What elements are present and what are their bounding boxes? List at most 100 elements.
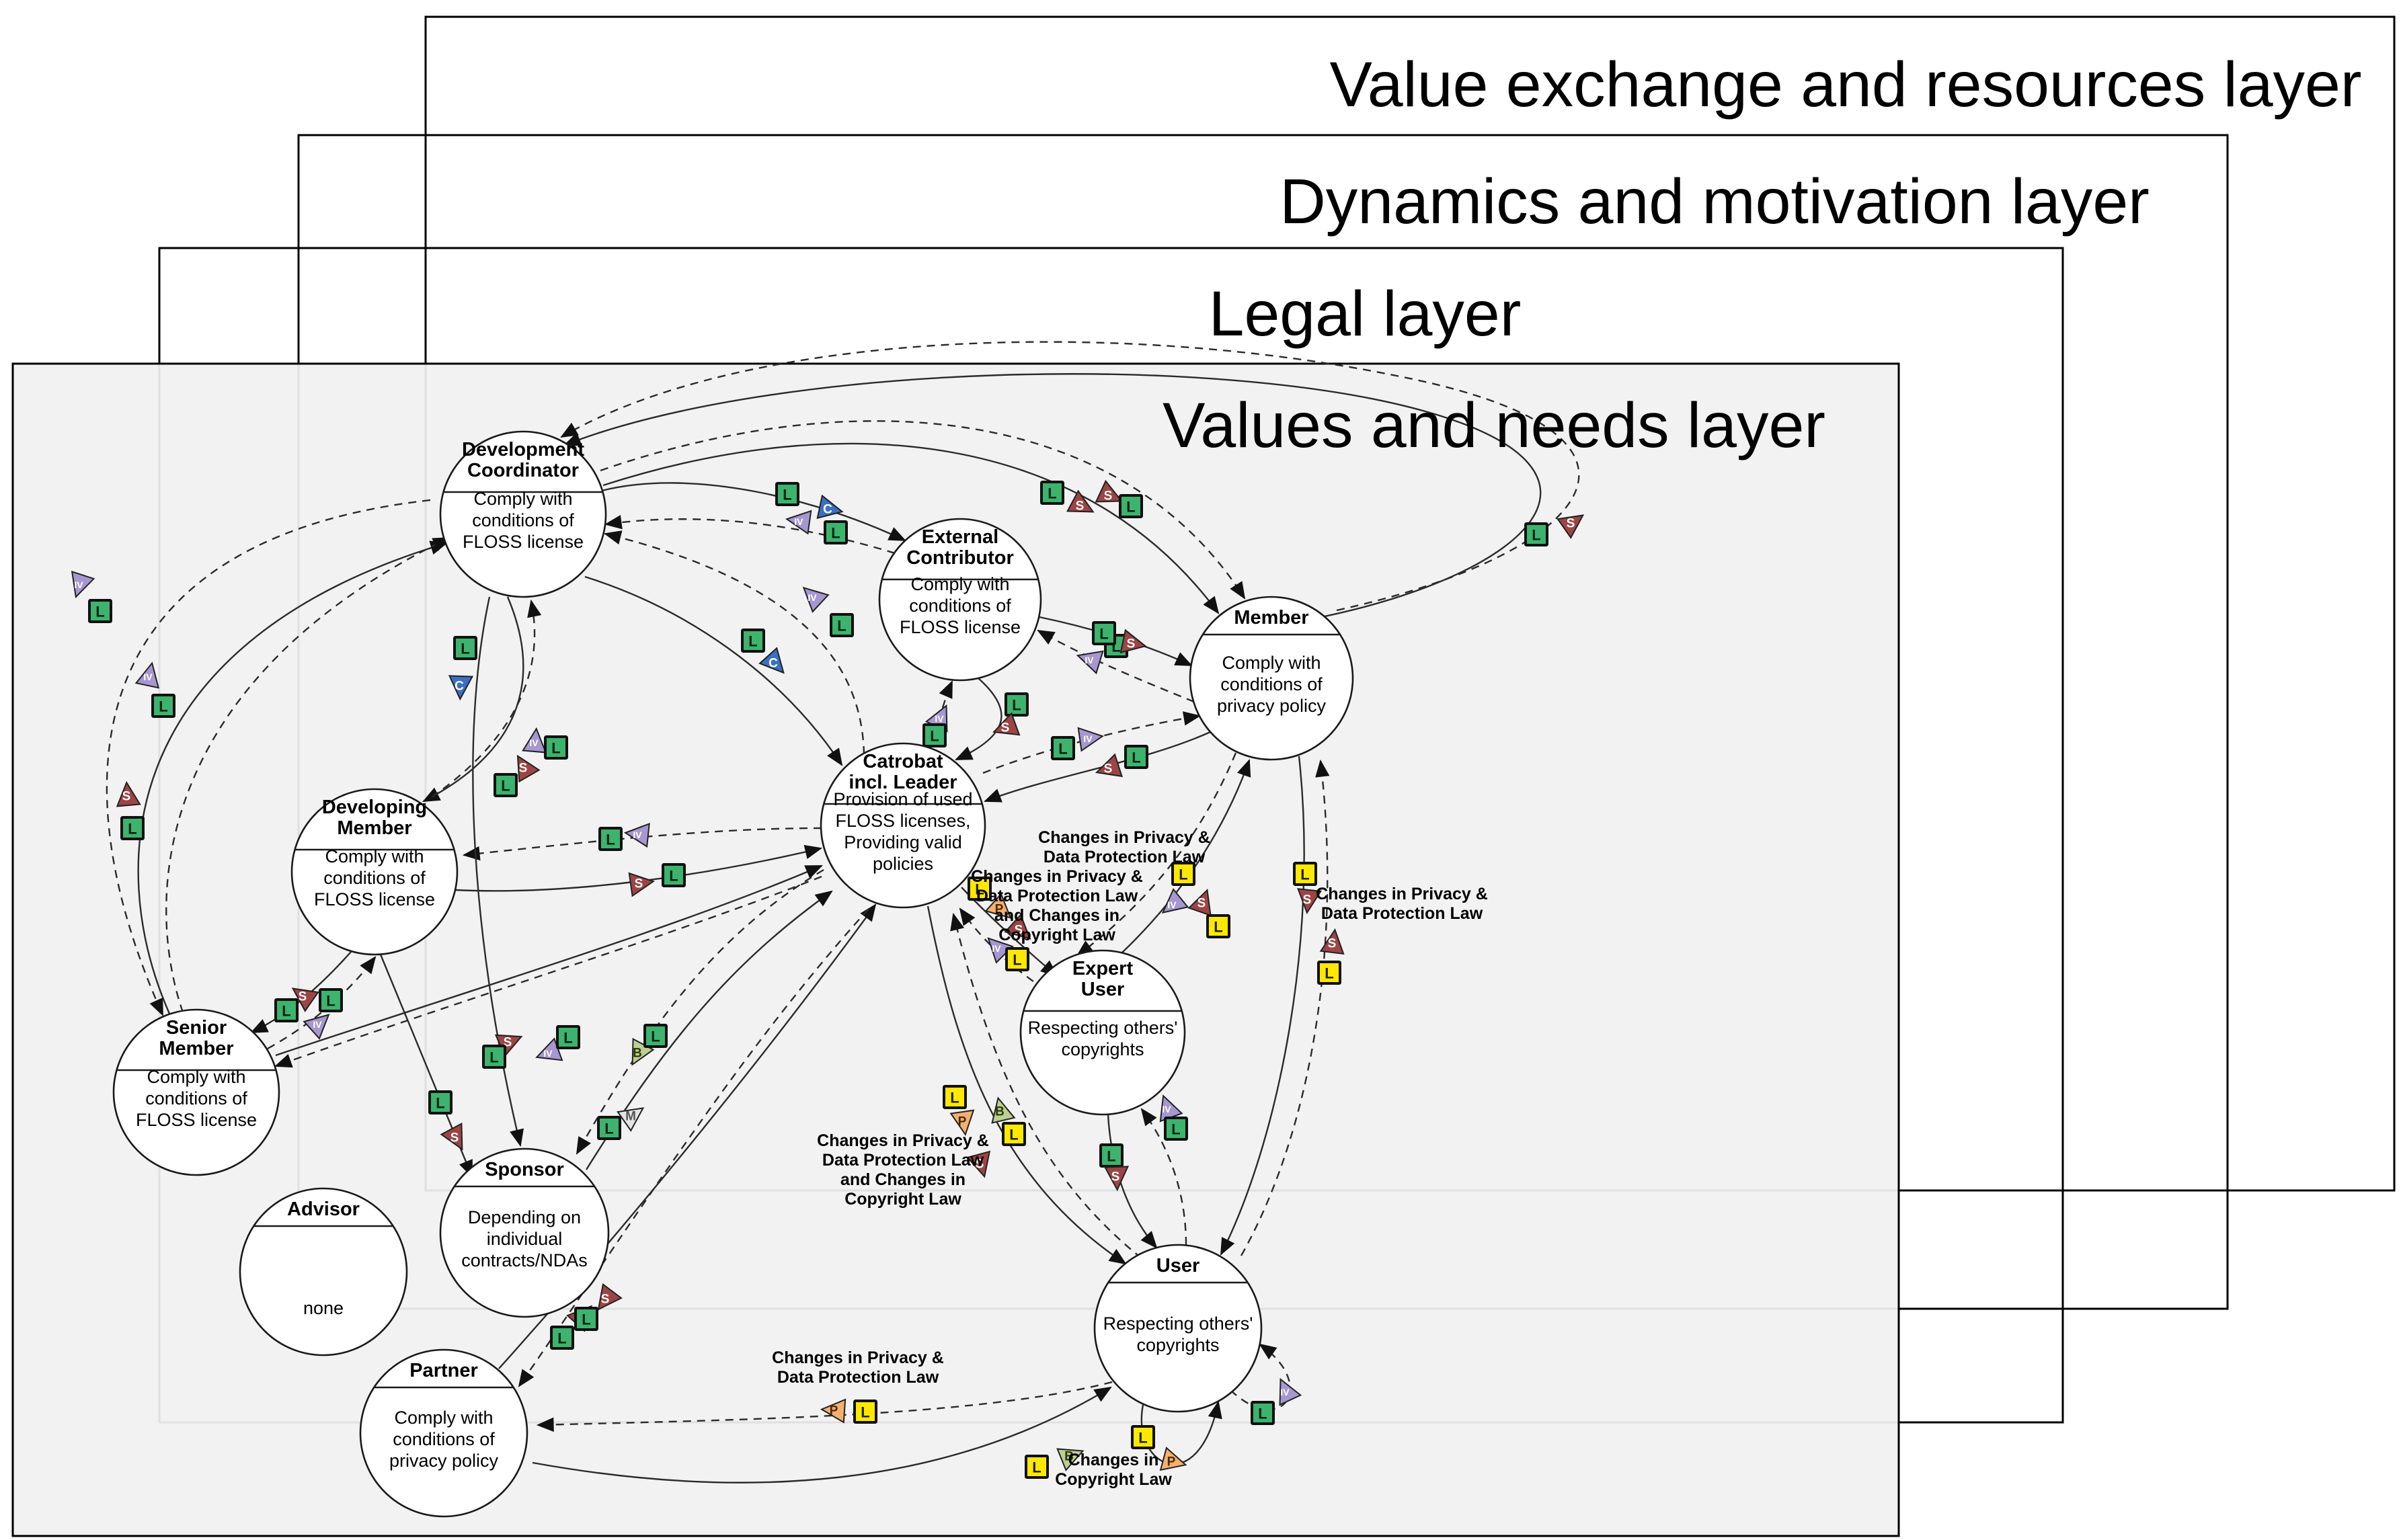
marker-l-green-icon: L — [550, 1326, 574, 1350]
svg-text:L: L — [1058, 741, 1067, 758]
marker-s-icon: S — [992, 712, 1021, 736]
marker-s-icon: S — [1066, 489, 1095, 514]
svg-text:L: L — [950, 1090, 959, 1106]
svg-text:S: S — [299, 990, 307, 1004]
marker-s-icon: S — [1095, 753, 1124, 778]
node-ellipse — [439, 1147, 610, 1318]
svg-text:L: L — [651, 1028, 660, 1045]
svg-text:L: L — [501, 778, 510, 795]
svg-text:S: S — [1015, 924, 1023, 938]
marker-iv-icon: IV — [1076, 650, 1104, 675]
edge-solid-2 — [602, 442, 1220, 614]
svg-text:L: L — [1032, 1459, 1041, 1476]
svg-text:IV: IV — [808, 592, 817, 603]
edge-dashed-43 — [1037, 629, 1195, 703]
svg-text:M: M — [625, 1110, 636, 1124]
marker-p-icon: P — [820, 1398, 847, 1424]
marker-s-icon: S — [597, 1283, 623, 1311]
marker-l-green-icon: L — [598, 827, 623, 851]
marker-iv-icon: IV — [303, 1014, 330, 1040]
node-value-label: Respecting others'copyrights — [1103, 1313, 1253, 1355]
marker-l-green-icon: L — [830, 613, 854, 637]
svg-text:L: L — [1126, 499, 1135, 516]
svg-text:C: C — [455, 680, 464, 694]
marker-l-green-icon: L — [120, 816, 145, 840]
svg-text:IV: IV — [74, 579, 83, 590]
marker-l-green-icon: L — [597, 1116, 621, 1140]
svg-text:IV: IV — [935, 713, 944, 724]
edge-dashed-24 — [274, 875, 822, 1068]
marker-s-icon: S — [1095, 479, 1124, 503]
svg-text:L: L — [1138, 1430, 1147, 1447]
svg-text:L: L — [1012, 697, 1021, 714]
svg-text:L: L — [159, 698, 167, 715]
svg-text:S: S — [519, 762, 528, 776]
edge-dashed-17 — [959, 907, 1046, 990]
svg-text:L: L — [1179, 866, 1187, 883]
svg-text:IV: IV — [313, 1019, 322, 1030]
svg-text:P: P — [995, 903, 1004, 917]
marker-l-green-icon: L — [1119, 494, 1143, 518]
env-label-privacy-law-2: Changes in Privacy &Data Protection Law — [1316, 885, 1488, 923]
edge-solid-10 — [983, 731, 1211, 803]
marker-p-icon: P — [1159, 1447, 1187, 1471]
svg-text:L: L — [748, 633, 757, 650]
svg-text:L: L — [128, 821, 136, 838]
marker-l-yellow-icon: L — [1025, 1455, 1049, 1479]
marker-l-green-icon: L — [574, 1307, 598, 1331]
edge-solid-40 — [532, 1386, 1112, 1484]
marker-iv-icon: IV — [987, 937, 1014, 964]
svg-text:S: S — [1328, 937, 1337, 951]
edge-solid-4 — [563, 373, 1542, 618]
edge-solid-26 — [422, 596, 524, 803]
marker-l-green-icon: L — [544, 735, 568, 760]
marker-l-green-icon: L — [1164, 1117, 1188, 1141]
marker-l-green-icon: L — [482, 1045, 506, 1069]
svg-text:L: L — [1009, 1127, 1018, 1143]
layer-title-legal: Legal layer — [1209, 278, 1522, 350]
svg-text:L: L — [1171, 1121, 1180, 1138]
marker-l-yellow-icon: L — [853, 1400, 877, 1424]
marker-l-green-icon: L — [1005, 692, 1029, 717]
marker-iv-icon: IV — [785, 510, 812, 535]
svg-text:IV: IV — [1083, 733, 1093, 744]
layer-title-dynamics: Dynamics and motivation layer — [1280, 166, 2150, 237]
node-title-label: Sponsor — [485, 1159, 564, 1180]
marker-s-icon: S — [1297, 888, 1323, 915]
svg-text:L: L — [1013, 952, 1021, 969]
svg-text:L: L — [557, 1330, 566, 1347]
svg-text:S: S — [1127, 637, 1136, 651]
svg-text:L: L — [831, 525, 840, 542]
edge-solid-14 — [1220, 756, 1305, 1256]
marker-p-icon: P — [949, 1109, 975, 1137]
marker-l-green-icon: L — [274, 998, 299, 1022]
marker-s-icon: S — [291, 987, 319, 1012]
svg-text:S: S — [122, 790, 131, 804]
environment-labels: Changes in Privacy &Data Protection LawC… — [772, 828, 1488, 1489]
svg-text:L: L — [282, 1003, 290, 1020]
svg-text:L: L — [606, 832, 615, 848]
svg-text:L: L — [837, 618, 846, 635]
svg-text:L: L — [551, 740, 560, 757]
edge-solid-13 — [1121, 758, 1251, 954]
marker-c-icon: C — [448, 675, 474, 701]
edge-dashed-22 — [576, 868, 824, 1155]
marker-iv-icon: IV — [535, 1037, 563, 1061]
svg-text:L: L — [1107, 1148, 1115, 1165]
node-title-label: Member — [1234, 607, 1308, 629]
marker-l-green-icon: L — [494, 773, 518, 797]
svg-text:L: L — [1132, 749, 1140, 766]
marker-s-icon: S — [1187, 888, 1212, 917]
